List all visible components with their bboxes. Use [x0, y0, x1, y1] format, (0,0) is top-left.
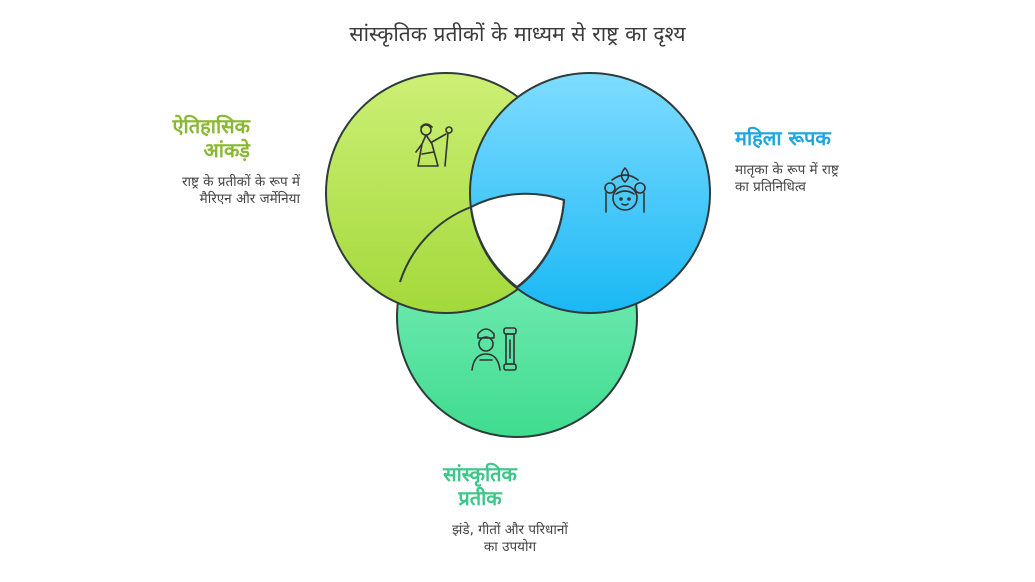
- person-with-scroll-icon: [471, 327, 517, 371]
- historical-figures-desc: राष्ट्र के प्रतीकों के रूप में मैरिएन और…: [181, 174, 300, 207]
- cultural-symbols-title: सांस्कृतिक प्रतीक: [443, 462, 517, 510]
- mother-goddess-icon: [604, 167, 646, 213]
- historical-figures-title: ऐतिहासिक आंकड़े: [172, 114, 251, 162]
- cultural-symbols-desc: झंडे, गीतों और परिधानों का उपयोग: [452, 522, 568, 555]
- diagram-title: सांस्कृतिक प्रतीकों के माध्यम से राष्ट्र…: [349, 22, 686, 46]
- female-allegory-title: महिला रूपक: [735, 126, 831, 150]
- female-allegory-desc: मातृका के रूप में राष्ट्र का प्रतिनिधित्…: [735, 162, 839, 195]
- allegorical-figure-icon: [415, 123, 453, 167]
